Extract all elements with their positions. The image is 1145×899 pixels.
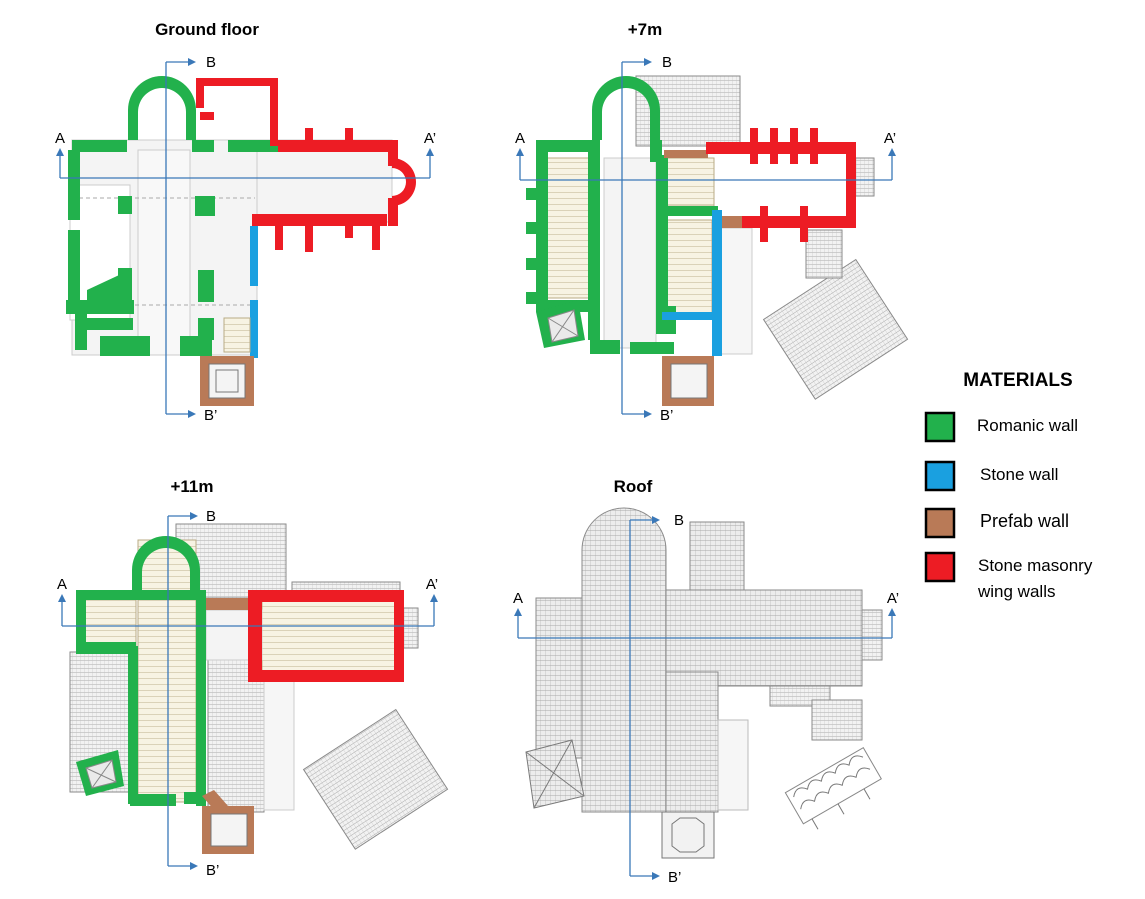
section-a-label: A (57, 576, 67, 593)
section-a-prime-label: A’ (426, 576, 438, 593)
prefab-tower (200, 356, 254, 406)
section-a-prime-label: A’ (887, 590, 899, 607)
plan-plus-7m: +7m (515, 20, 909, 424)
stone-walls (662, 210, 722, 356)
plan-title: Ground floor (155, 20, 259, 39)
masonry-walls (196, 78, 416, 252)
legend-swatch-prefab (924, 507, 956, 539)
section-b-label: B (206, 54, 216, 71)
section-lines (58, 512, 438, 870)
section-a-label: A (515, 130, 525, 147)
section-b-label: B (206, 508, 216, 525)
legend-title: MATERIALS (963, 370, 1072, 391)
materials-legend: MATERIALS Romanic wall Stone wall Prefab… (924, 370, 1093, 601)
plan-plus-11m: +11m (57, 477, 449, 879)
legend-label-romanic: Romanic wall (977, 416, 1078, 435)
legend-swatch-stone (924, 460, 956, 492)
plan-title: Roof (614, 477, 653, 496)
plan-roof: Roof (513, 477, 899, 886)
section-lines (516, 58, 896, 418)
legend-swatch-masonry (924, 551, 956, 583)
section-a-prime-label: A’ (424, 130, 436, 147)
section-lines (514, 516, 896, 880)
section-b-prime-label: B’ (668, 869, 681, 886)
masonry-walls (248, 590, 404, 682)
legend-label-stone: Stone wall (980, 465, 1058, 484)
section-a-label: A (55, 130, 65, 147)
masonry-walls (706, 128, 856, 242)
section-b-prime-label: B’ (660, 407, 673, 424)
romanic-walls (66, 76, 278, 356)
stone-walls (250, 226, 258, 358)
plan-ground-floor: Ground floor (55, 20, 436, 424)
legend-label-prefab: Prefab wall (980, 511, 1069, 531)
roof-tile-detail (784, 746, 882, 830)
section-b-prime-label: B’ (204, 407, 217, 424)
section-a-label: A (513, 590, 523, 607)
section-lines (56, 58, 434, 418)
section-a-prime-label: A’ (884, 130, 896, 147)
legend-label-masonry-line2: wing walls (977, 582, 1055, 601)
legend-label-masonry: Stone masonry (978, 556, 1093, 575)
section-b-label: B (674, 512, 684, 529)
section-b-prime-label: B’ (206, 862, 219, 879)
plan-title: +11m (170, 477, 213, 496)
plan-title: +7m (628, 20, 663, 39)
section-b-label: B (662, 54, 672, 71)
legend-swatch-romanic (924, 411, 956, 443)
